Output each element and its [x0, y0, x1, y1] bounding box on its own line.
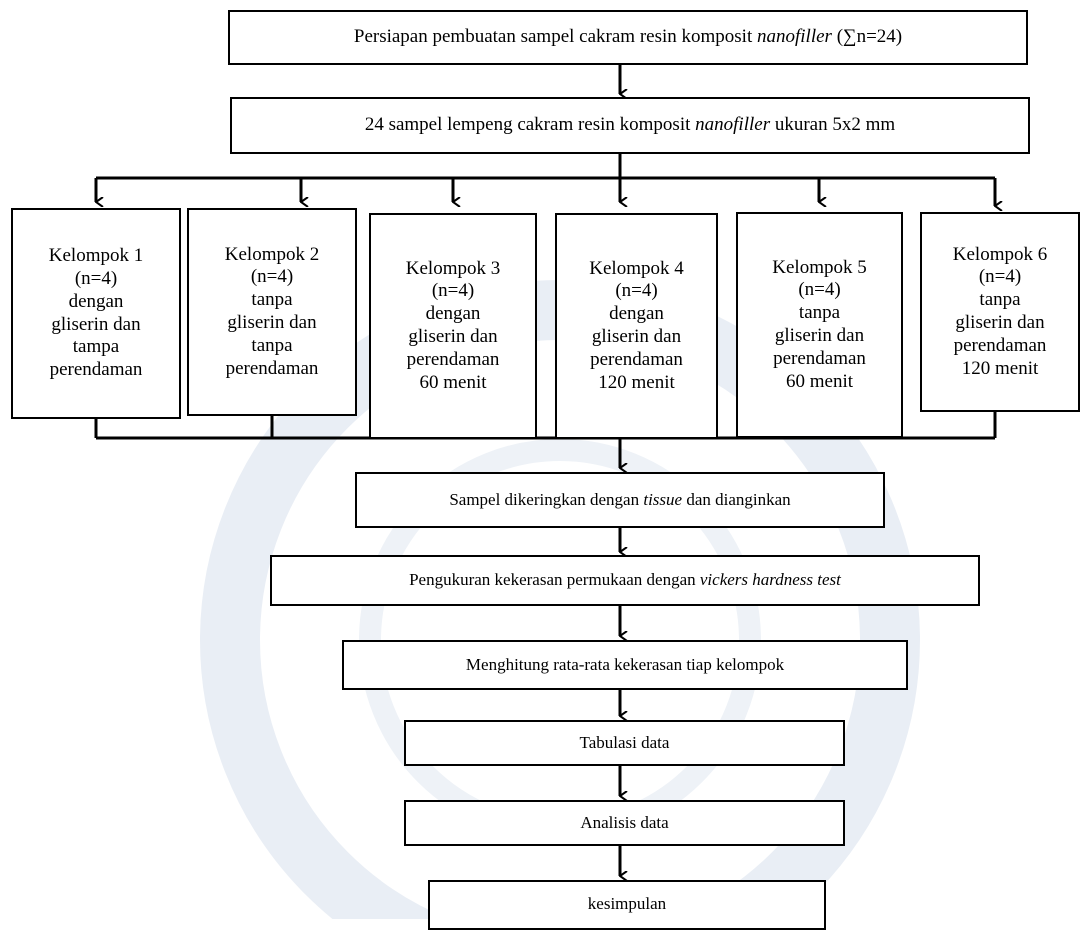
step-analysis: Analisis data — [404, 800, 845, 846]
step-drying: Sampel dikeringkan dengan tissue dan dia… — [355, 472, 885, 528]
step-preparation: Persiapan pembuatan sampel cakram resin … — [228, 10, 1028, 65]
step-samples: 24 sampel lempeng cakram resin komposit … — [230, 97, 1030, 154]
step-conclusion: kesimpulan — [428, 880, 826, 930]
step-hardness-measurement: Pengukuran kekerasan permukaan dengan vi… — [270, 555, 980, 606]
step-average: Menghitung rata-rata kekerasan tiap kelo… — [342, 640, 908, 690]
step-tabulation: Tabulasi data — [404, 720, 845, 766]
